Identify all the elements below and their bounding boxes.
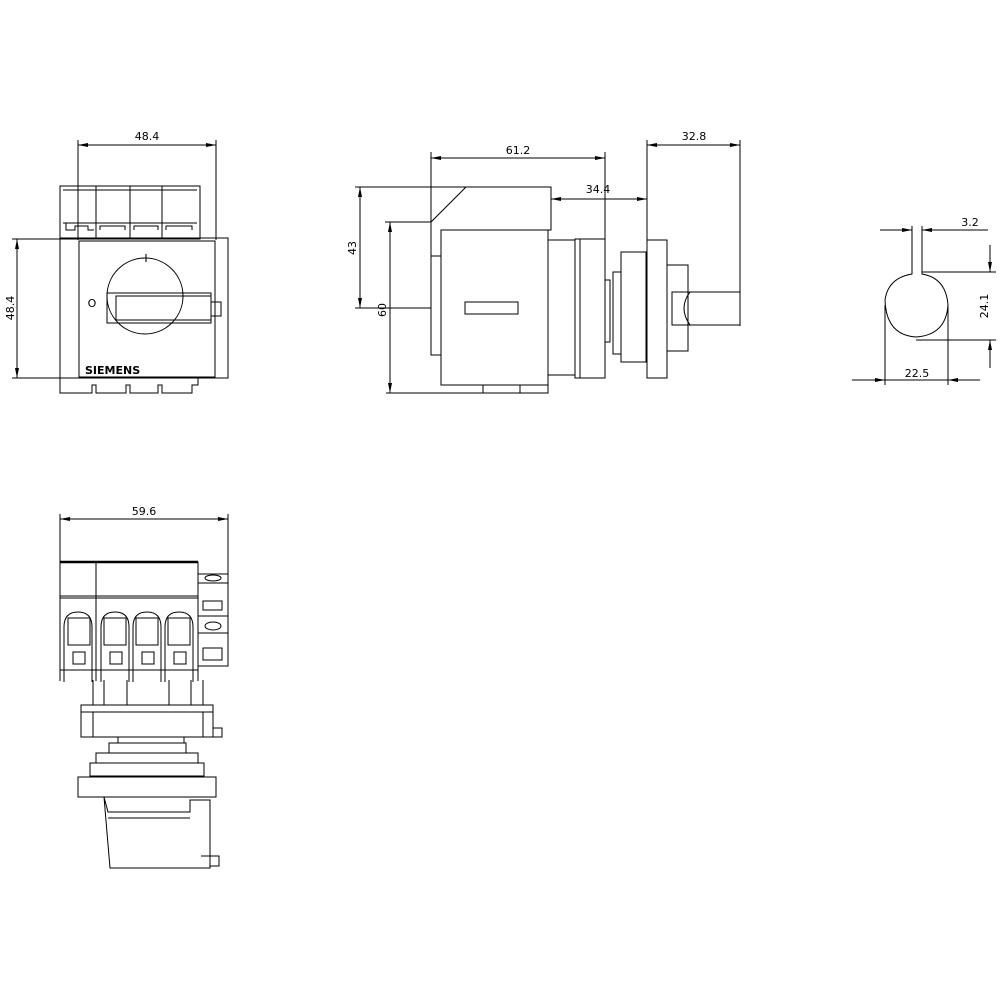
mounting-nut (620, 251, 647, 363)
mounting-nut-bottom (89, 762, 205, 777)
depth-dimension-label: 61.2 (506, 144, 531, 157)
side-view: 61.2 32.8 34.4 43 60 (346, 130, 741, 394)
bottom-view: 59.6 (59, 505, 229, 869)
cutout-diameter-label: 22.5 (905, 367, 930, 380)
on-mark: I (144, 252, 147, 265)
bottom-width-label: 59.6 (132, 505, 157, 518)
upper-height-label: 43 (346, 241, 359, 255)
off-mark: O (88, 297, 97, 310)
dimension-width-label: 48.4 (135, 130, 160, 143)
switch-body (59, 237, 229, 379)
terminals (60, 611, 198, 682)
slot-width-label: 3.2 (961, 216, 979, 229)
panel-offset-label: 34.4 (586, 183, 611, 196)
total-height-label: 60 (376, 303, 389, 317)
slot (464, 301, 519, 315)
base-plate (80, 704, 214, 738)
front-view: 48.4 I O SIEMENS 48.4 (4, 130, 229, 394)
cutout-view: 3.2 24.1 22.5 (852, 216, 996, 385)
cutout-height-label: 24.1 (978, 294, 991, 319)
panel (646, 239, 668, 379)
dimension-height-label: 48.4 (4, 296, 17, 321)
brand-label: SIEMENS (85, 364, 140, 377)
handle-dimension-label: 32.8 (682, 130, 707, 143)
knob-handle (106, 292, 212, 324)
panel-bottom (77, 776, 217, 798)
front-plate (78, 240, 216, 378)
